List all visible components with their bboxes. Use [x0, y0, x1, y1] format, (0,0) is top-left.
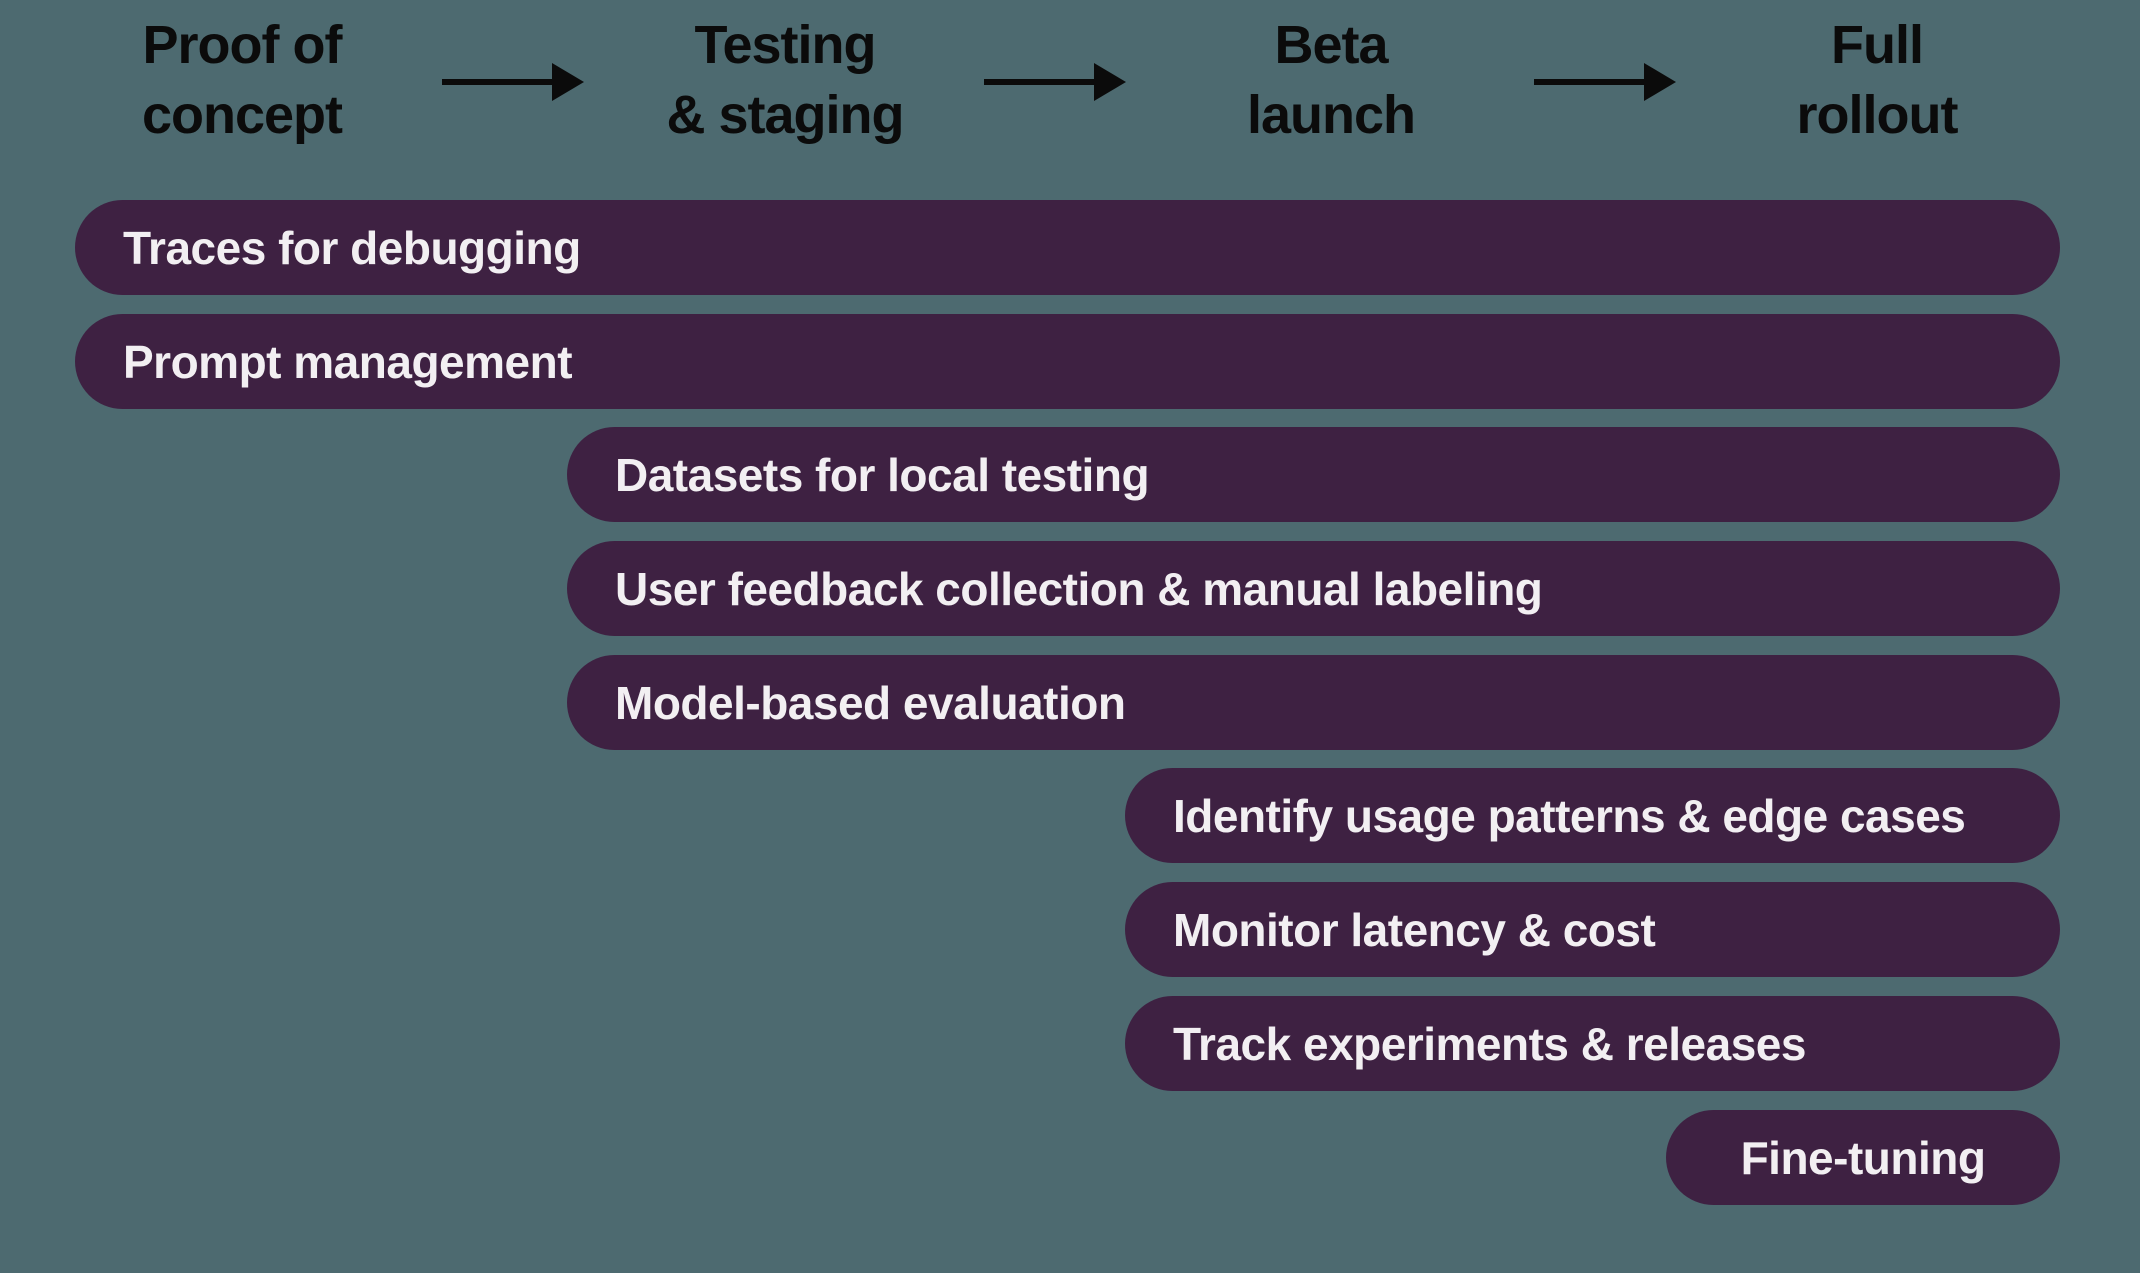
stage-label-proof-of-concept: Proof of concept	[0, 10, 502, 150]
stage-label-full-rollout: Full rollout	[1617, 10, 2137, 150]
bar-label: Fine-tuning	[1740, 1131, 1986, 1184]
bar-user-feedback-collection: User feedback collection & manual labeli…	[567, 541, 2060, 636]
right-arrow-icon	[1534, 62, 1676, 102]
bar-label: Datasets for local testing	[615, 448, 1150, 501]
stage-label-line: rollout	[1796, 85, 1959, 145]
arrow-head	[1094, 63, 1126, 101]
stage-label-testing-staging: Testing & staging	[525, 10, 1045, 150]
stage-label-line: Testing	[694, 15, 877, 75]
bar-label: Traces for debugging	[123, 221, 581, 274]
bar-fine-tuning: Fine-tuning	[1666, 1110, 2060, 1205]
bar-label: Model-based evaluation	[615, 676, 1126, 729]
bar-datasets-for-local-testing: Datasets for local testing	[567, 427, 2060, 522]
bar-prompt-management: Prompt management	[75, 314, 2060, 409]
stage-label-line: & staging	[666, 85, 904, 145]
stage-label-beta-launch: Beta launch	[1071, 10, 1591, 150]
arrow-head	[552, 63, 584, 101]
stage-label-line: concept	[141, 85, 343, 145]
bar-track-experiments-releases: Track experiments & releases	[1125, 996, 2060, 1091]
arrow-shaft	[442, 79, 556, 85]
stage-label-line: Proof of	[142, 15, 343, 75]
stage-label-line: Full	[1831, 15, 1924, 75]
bar-identify-usage-patterns: Identify usage patterns & edge cases	[1125, 768, 2060, 863]
bar-label: Prompt management	[123, 335, 573, 388]
arrow-head	[1644, 63, 1676, 101]
right-arrow-icon	[442, 62, 584, 102]
arrow-shaft	[984, 79, 1098, 85]
bar-monitor-latency-cost: Monitor latency & cost	[1125, 882, 2060, 977]
stage-label-line: Beta	[1274, 15, 1388, 75]
bar-model-based-evaluation: Model-based evaluation	[567, 655, 2060, 750]
bar-label: Identify usage patterns & edge cases	[1173, 789, 1966, 842]
bar-label: Track experiments & releases	[1173, 1017, 1806, 1070]
bar-label: Monitor latency & cost	[1173, 903, 1656, 956]
bar-label: User feedback collection & manual labeli…	[615, 562, 1543, 615]
stage-label-line: launch	[1246, 85, 1416, 145]
right-arrow-icon	[984, 62, 1126, 102]
bar-traces-for-debugging: Traces for debugging	[75, 200, 2060, 295]
arrow-shaft	[1534, 79, 1648, 85]
